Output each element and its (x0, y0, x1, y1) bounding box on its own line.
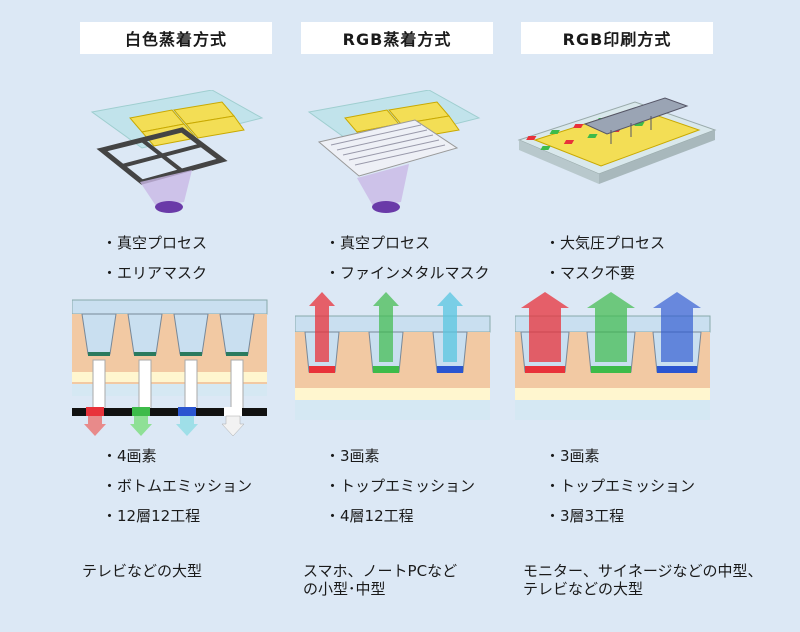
feature-item: ・真空プロセス (102, 234, 208, 252)
feature-item: ・ボトムエミッション (102, 477, 253, 495)
feature-item: ・エリアマスク (102, 264, 208, 282)
feature-item: ・大気圧プロセス (545, 234, 666, 252)
rgb-printing-illustration (517, 97, 717, 184)
bottom-emission-structure (72, 299, 268, 437)
feature-item: ・3画素 (545, 447, 600, 465)
top-emission-structure (515, 292, 711, 420)
column-rgb-evaporation: RGB蒸着方式 ・真空プロセス ・ファインメタルマスク (295, 0, 545, 632)
white-evaporation-illustration (90, 90, 264, 213)
pixel-features: ・4画素 ・ボトムエミッション ・12層12工程 (102, 441, 252, 531)
feature-item: ・12層12工程 (102, 507, 201, 525)
column-title: RGB印刷方式 (521, 22, 713, 54)
rgb-evaporation-illustration (307, 90, 481, 213)
process-features: ・真空プロセス ・エリアマスク (102, 228, 207, 288)
application-note: テレビなどの大型 (82, 562, 203, 580)
feature-item: ・ファインメタルマスク (325, 264, 490, 282)
application-note: モニター、サイネージなどの中型、 テレビなどの大型 (523, 562, 763, 598)
feature-item: ・4層12工程 (325, 507, 414, 525)
feature-item: ・真空プロセス (325, 234, 431, 252)
feature-item: ・4画素 (102, 447, 157, 465)
feature-item: ・3画素 (325, 447, 380, 465)
feature-item: ・トップエミッション (545, 477, 696, 495)
feature-item: ・トップエミッション (325, 477, 476, 495)
column-title: RGB蒸着方式 (301, 22, 493, 54)
column-title: 白色蒸着方式 (80, 22, 272, 54)
application-note: スマホ、ノートPCなど の小型･中型 (303, 562, 458, 598)
column-rgb-printing: RGB印刷方式 ・大気圧プロセス ・マスク不要 (515, 0, 765, 632)
feature-item: ・マスク不要 (545, 264, 636, 282)
column-white-evaporation: 白色蒸着方式 ・真空プロセス ・エリアマスク (72, 0, 322, 632)
process-features: ・大気圧プロセス ・マスク不要 (545, 228, 665, 288)
feature-item: ・3層3工程 (545, 507, 625, 525)
process-features: ・真空プロセス ・ファインメタルマスク (325, 228, 490, 288)
pixel-features: ・3画素 ・トップエミッション ・4層12工程 (325, 441, 475, 531)
top-emission-structure (295, 292, 491, 420)
pixel-features: ・3画素 ・トップエミッション ・3層3工程 (545, 441, 695, 531)
